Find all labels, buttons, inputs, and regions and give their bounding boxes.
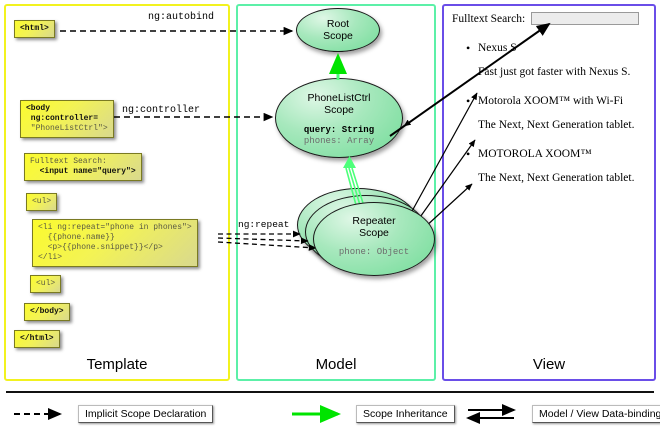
code-line: "PhoneListCtrl"> — [26, 124, 108, 133]
code-line: <ul> — [36, 279, 56, 288]
list-item: MOTOROLA XOOM™ The Next, Next Generation… — [452, 147, 648, 184]
dashed-arrow-icon — [14, 408, 62, 420]
panel-view-label: View — [532, 356, 566, 373]
scope-phonelistctrl: PhoneListCtrl Scope query: String phones… — [275, 78, 403, 158]
code-box-fulltext-search: Fulltext Search: <input name="query"> — [24, 153, 142, 181]
scope-prop-phones: phones: Array — [303, 136, 375, 146]
code-box-html-open: <html> — [14, 20, 55, 38]
phone-snippet: The Next, Next Generation tablet. — [478, 172, 635, 184]
phone-name: Motorola XOOM™ with Wi-Fi — [452, 94, 648, 109]
code-box-body-close: </body> — [24, 303, 70, 321]
list-item: Motorola XOOM™ with Wi-Fi The Next, Next… — [452, 94, 648, 131]
scope-repeater-title: Repeater Scope — [314, 203, 434, 239]
connector-label-controller: ng:controller — [122, 105, 201, 116]
code-line: <p>{{phone.snippet}}</p> — [38, 243, 163, 252]
code-box-ul-close: <ul> — [30, 275, 62, 293]
scope-phonelistctrl-props: query: String phones: Array — [276, 116, 402, 147]
scope-repeater-props: phone: Object — [314, 239, 434, 258]
legend-label: Implicit Scope Declaration — [78, 405, 214, 423]
connector-label-repeat: ng:repeat — [238, 219, 290, 230]
fulltext-search-label: Fulltext Search: — [452, 12, 526, 25]
scope-phonelistctrl-title: PhoneListCtrl Scope — [276, 79, 402, 116]
phone-snippet: The Next, Next Generation tablet. — [478, 119, 635, 131]
view-rendered-output: Fulltext Search: Nexus S Fast just got f… — [452, 12, 648, 184]
code-box-li-repeat: <li ng:repeat="phone in phones"> {{phone… — [32, 219, 198, 267]
code-line: <body — [26, 104, 51, 113]
fulltext-search-row: Fulltext Search: — [452, 12, 648, 25]
legend-divider — [6, 391, 654, 393]
panel-template-label: Template — [86, 356, 148, 373]
code-line: {{phone.name}} — [38, 233, 115, 242]
code-line: <html> — [20, 24, 49, 33]
scope-repeater-title-line2: Scope — [359, 227, 389, 239]
code-line: ng:controller= — [26, 114, 99, 123]
search-input[interactable] — [531, 12, 640, 25]
legend-label: Model / View Data-binding — [532, 405, 660, 423]
code-line: <input name="query"> — [30, 167, 136, 176]
legend-item-implicit: Implicit Scope Declaration — [12, 404, 214, 424]
phone-snippet: Fast just got faster with Nexus S. — [478, 66, 631, 78]
code-line: </li> — [38, 253, 63, 262]
green-arrow-icon — [292, 405, 341, 423]
scope-root-title: Root Scope — [297, 9, 379, 42]
code-line: <ul> — [32, 197, 52, 206]
connector-label-autobind: ng:autobind — [148, 12, 215, 23]
scope-root-title-line1: Root — [326, 18, 350, 30]
phone-name: MOTOROLA XOOM™ — [452, 147, 648, 162]
code-line: </body> — [30, 307, 64, 316]
code-line: <li ng:repeat="phone in phones"> — [38, 223, 192, 232]
legend-label: Scope Inheritance — [356, 405, 455, 423]
code-box-html-close: </html> — [14, 330, 60, 348]
scope-prop-phone: phone: Object — [338, 247, 410, 257]
code-line: Fulltext Search: — [30, 157, 107, 166]
legend: Implicit Scope Declaration Scope Inherit… — [0, 400, 660, 432]
panel-model-label: Model — [315, 356, 357, 373]
double-arrow-icon — [466, 404, 516, 424]
scope-root-title-line2: Scope — [323, 30, 353, 42]
scope-repeater: Repeater Scope phone: Object — [313, 202, 435, 276]
list-item: Nexus S Fast just got faster with Nexus … — [452, 41, 648, 78]
scope-prop-query: query: String — [303, 125, 375, 135]
scope-phonelistctrl-title-line1: PhoneListCtrl — [307, 92, 371, 104]
legend-item-databinding: Model / View Data-binding — [466, 404, 660, 424]
scope-root: Root Scope — [296, 8, 380, 52]
legend-item-inheritance: Scope Inheritance — [290, 404, 455, 424]
code-box-body-open: <body ng:controller= "PhoneListCtrl"> — [20, 100, 114, 138]
code-box-ul-open: <ul> — [26, 193, 58, 211]
phone-name: Nexus S — [452, 41, 648, 56]
scope-phonelistctrl-title-line2: Scope — [324, 104, 354, 116]
code-line: </html> — [20, 334, 54, 343]
scope-repeater-title-line1: Repeater — [352, 215, 396, 227]
